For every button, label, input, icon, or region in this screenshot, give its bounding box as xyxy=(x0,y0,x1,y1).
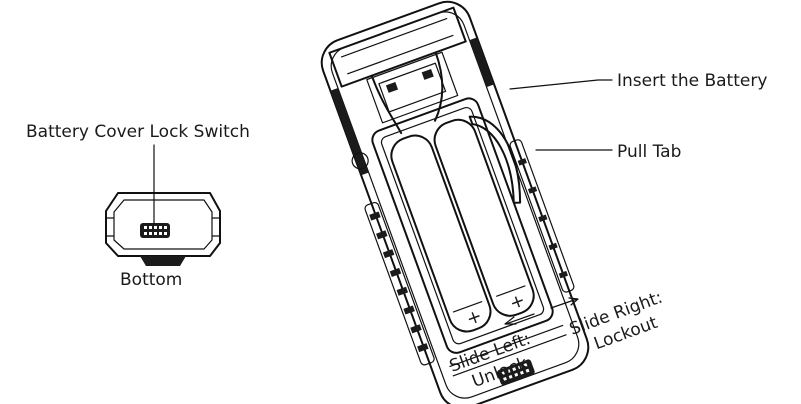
insert-battery-label: Insert the Battery xyxy=(617,71,767,91)
slide-right-arrow xyxy=(550,298,578,309)
pull-tab-strap-left xyxy=(370,74,403,135)
pull-tab xyxy=(468,115,522,204)
slide-direction-arrows xyxy=(504,297,579,325)
slide-right-text: Slide Right: Lockout xyxy=(567,288,665,355)
lock-switch-bottom-view xyxy=(140,223,170,238)
side-grip-right xyxy=(509,139,575,293)
hinge-plate xyxy=(366,51,459,124)
battery-2-plus-sign: + xyxy=(507,290,528,315)
speaker-grille-icon xyxy=(351,152,369,170)
battery-2 xyxy=(433,118,535,317)
battery-1-plus-sign: + xyxy=(464,305,485,330)
side-grip-left xyxy=(364,201,435,366)
insert-battery-leader-line xyxy=(509,79,613,90)
battery-1 xyxy=(390,134,492,333)
pull-tab-strap-right xyxy=(433,51,444,122)
device-back-view: + + xyxy=(320,0,590,404)
slide-left-arrow xyxy=(505,313,535,325)
lock-switch-device xyxy=(497,359,535,386)
pull-tab-label: Pull Tab xyxy=(617,142,681,162)
battery-compartment xyxy=(370,51,554,354)
bottom-view-device xyxy=(105,144,221,266)
bottom-view-label: Bottom xyxy=(120,270,182,290)
lock-switch-label: Battery Cover Lock Switch xyxy=(26,122,250,142)
